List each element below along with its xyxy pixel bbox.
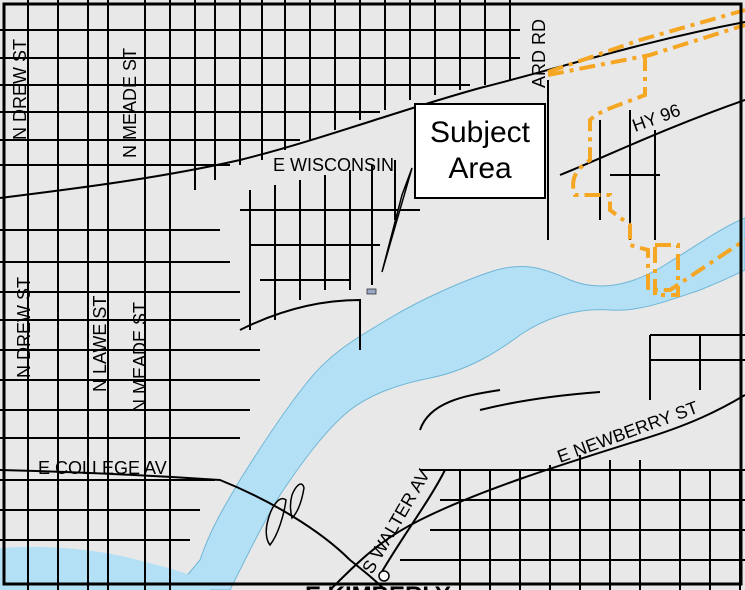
- island: [289, 483, 305, 520]
- road-junction-marker: [378, 570, 390, 582]
- callout-line1: Subject: [429, 116, 531, 149]
- subject-marker: [366, 288, 377, 295]
- callout-line2: Area: [448, 152, 512, 185]
- label-e-wisconsin: E WISCONSIN: [273, 155, 394, 175]
- callout-pointer: [381, 167, 413, 273]
- boundary-line: [547, 8, 745, 297]
- label-n-meade-st-top: N MEADE ST: [120, 48, 140, 158]
- label-n-meade-st: N MEADE ST: [130, 302, 150, 412]
- label-ard-rd: ARD RD: [529, 19, 549, 88]
- label-n-lawe-st: N LAWE ST: [90, 296, 110, 392]
- river-west: [0, 546, 210, 590]
- label-n-drew-st: N DREW ST: [14, 277, 34, 378]
- label-e-college-av: E COLLEGE AV: [38, 458, 167, 478]
- label-n-drew-st-top: N DREW ST: [10, 39, 30, 140]
- label-bottom-cut: E KIMBERLY: [305, 582, 451, 590]
- subject-area-callout: Subject Area: [414, 103, 546, 199]
